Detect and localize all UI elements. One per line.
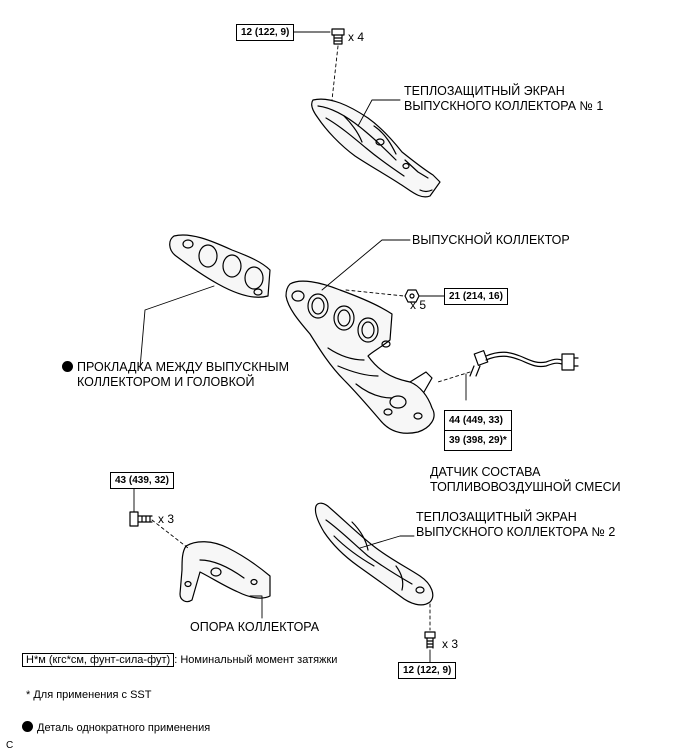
gasket-drawing [169,234,271,298]
non-reusable-legend-icon [22,721,33,732]
label-manifold-stay: ОПОРА КОЛЛЕКТОРА [190,620,320,634]
torque-af-sensor-value: 44 (449, 33) [449,415,503,426]
torque-shield-1-bolts: 12 (122, 9) [236,24,295,41]
manifold-nut-drawing [404,289,420,303]
label-gasket-line2: КОЛЛЕКТОРОМ И ГОЛОВКОЙ [77,375,255,389]
label-af-sensor-line2: ТОПЛИВОВОЗДУШНОЙ СМЕСИ [430,480,621,494]
label-gasket-line1: ПРОКЛАДКА МЕЖДУ ВЫПУСКНЫМ [62,360,289,375]
qty-stay-bolts: x 3 [158,512,175,526]
exhaust-manifold-drawing [285,280,435,434]
label-exhaust-manifold: ВЫПУСКНОЙ КОЛЛЕКТОР [412,233,570,247]
heat-shield-1-drawing [311,98,441,198]
label-af-sensor-line1: ДАТЧИК СОСТАВА [430,465,541,479]
corner-mark: C [6,740,14,751]
af-sensor-drawing [469,350,579,377]
torque-stay-bolts: 43 (439, 32) [110,472,174,489]
legend-torque: Н*м (кгс*см, фунт-сила-фут): Номинальный… [22,653,337,668]
qty-manifold-nuts: x 5 [410,298,427,312]
label-heat-shield-2: ТЕПЛОЗАЩИТНЫЙ ЭКРАН ВЫПУСКНОГО КОЛЛЕКТОР… [416,510,615,540]
qty-shield-1-bolts: x 4 [348,30,365,44]
label-heat-shield-2-line2: ВЫПУСКНОГО КОЛЛЕКТОРА № 2 [416,525,616,539]
label-heat-shield-1-line2: ВЫПУСКНОГО КОЛЛЕКТОРА № 1 [404,99,604,113]
heat-shield-2-drawing [314,502,434,606]
label-heat-shield-1-line1: ТЕПЛОЗАЩИТНЫЙ ЭКРАН [404,84,565,98]
label-af-sensor: ДАТЧИК СОСТАВА ТОПЛИВОВОЗДУШНОЙ СМЕСИ [430,465,621,495]
manifold-stay-drawing [179,541,271,603]
legend-sst-note: * Для применения с SST [26,689,152,701]
label-gasket-text1: ПРОКЛАДКА МЕЖДУ ВЫПУСКНЫМ [77,360,290,374]
torque-manifold-nuts: 21 (214, 16) [444,288,508,305]
legend-torque-unit: Н*м (кгс*см, фунт-сила-фут) [22,653,175,667]
stay-bolt-drawing [129,511,153,527]
legend-torque-desc: : Номинальный момент затяжки [174,654,338,666]
qty-shield-2-bolts: x 3 [442,637,459,651]
shield-2-bolt-drawing [424,631,436,649]
legend-non-reusable-text: Деталь однократного применения [37,722,211,734]
non-reusable-icon [62,361,73,372]
label-gasket: ПРОКЛАДКА МЕЖДУ ВЫПУСКНЫМ КОЛЛЕКТОРОМ И … [62,360,289,390]
label-heat-shield-2-line1: ТЕПЛОЗАЩИТНЫЙ ЭКРАН [416,510,577,524]
torque-af-sensor-sst-value: 39 (398, 29)* [445,430,511,450]
torque-shield-2-bolts: 12 (122, 9) [398,662,457,679]
torque-af-sensor: 44 (449, 33) 39 (398, 29)* [444,410,512,451]
label-heat-shield-1: ТЕПЛОЗАЩИТНЫЙ ЭКРАН ВЫПУСКНОГО КОЛЛЕКТОР… [404,84,603,114]
shield-1-bolt-drawing [331,28,345,45]
legend-non-reusable: Деталь однократного применения [22,721,210,736]
